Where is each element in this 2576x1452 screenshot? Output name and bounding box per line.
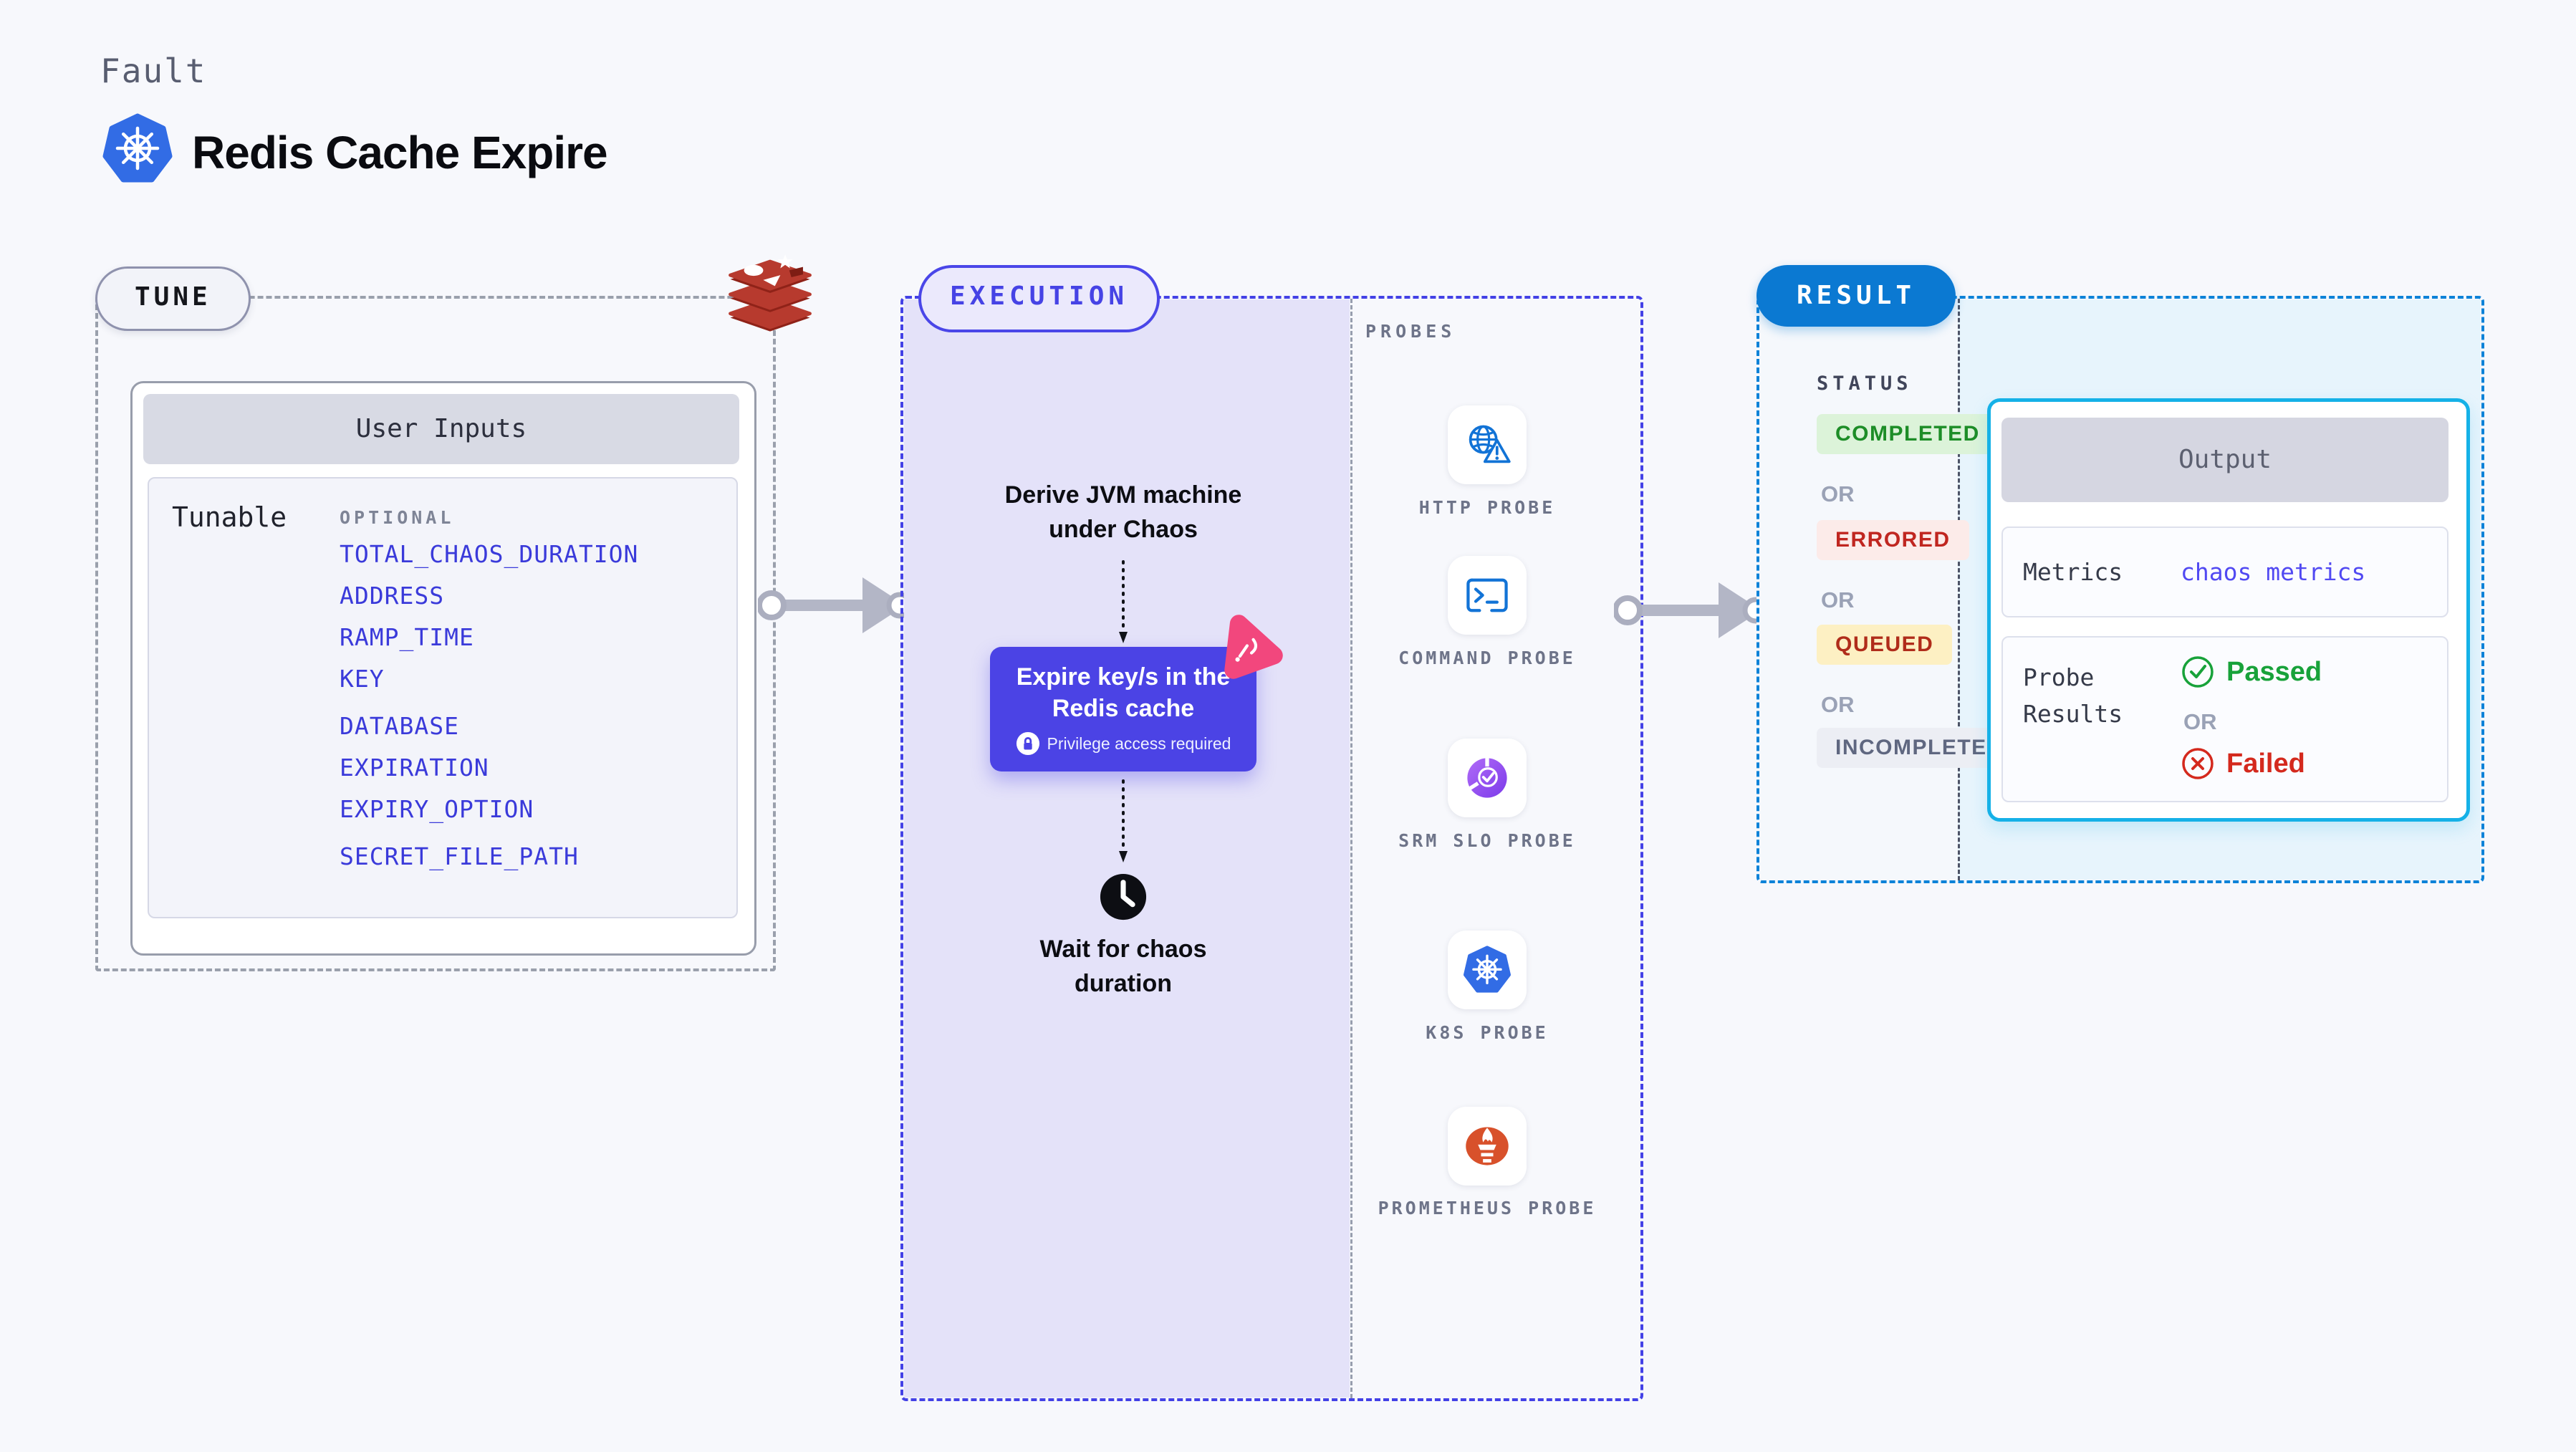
execution-badge: EXECUTION [918,265,1160,332]
probe-label-prometheus: PROMETHEUS PROBE [1378,1198,1597,1218]
execution-fill [904,299,1350,1398]
optional-label: OPTIONAL [340,507,455,528]
status-badge-completed: COMPLETED [1817,414,1999,454]
status-badge-errored: ERRORED [1817,520,1969,560]
kubernetes-icon [1463,946,1512,994]
flow-arrow-execution-to-result-icon [1613,571,1769,650]
flow-arrow-tune-to-execution-icon [756,566,913,645]
fault-step-title: Expire key/s in the Redis cache [1016,663,1231,723]
lock-icon [1016,731,1040,756]
metrics-row: Metrics chaos metrics [2001,527,2448,617]
status-badge-queued: QUEUED [1817,625,1953,665]
srm-slo-icon [1463,754,1512,802]
input-key: KEY [340,665,385,693]
probe-label-srm-slo: SRM SLO PROBE [1398,830,1576,851]
probe-results-label: Probe Results [2023,663,2123,729]
clock-icon [1096,870,1150,928]
step-derive-jvm: Derive JVM machine under Chaos [1004,481,1242,543]
probes-divider [1350,299,1352,1398]
status-label: STATUS [1817,372,1913,395]
probe-results-row: Probe Results Passed OR Failed [2001,636,2448,802]
redis-icon [722,249,818,337]
globe-alert-icon [1463,420,1512,469]
or-separator: OR [2183,709,2217,734]
or-separator: OR [1821,481,1855,506]
execution-section-box [900,296,1643,1401]
probe-card-k8s [1448,931,1527,1009]
input-ramp-time: RAMP_TIME [340,623,474,651]
prometheus-icon [1463,1122,1512,1170]
probe-label-command: COMMAND PROBE [1398,648,1576,668]
failed-label: Failed [2226,748,2305,779]
or-separator: OR [1821,587,1855,612]
probe-label-k8s: K8S PROBE [1426,1022,1549,1043]
dotted-arrow-icon [1118,560,1128,646]
tunable-label: Tunable [172,501,287,533]
metrics-value: chaos metrics [2181,558,2366,586]
kubernetes-icon [102,113,173,185]
result-divider [1958,299,1960,880]
fault-step-note: Privilege access required [1047,734,1231,753]
probe-card-srm-slo [1448,739,1527,817]
user-inputs-header: User Inputs [143,394,739,464]
check-circle-icon [2181,655,2215,689]
probe-card-command [1448,556,1527,635]
fault-step-card: Expire key/s in the Redis cache Privileg… [990,615,1283,771]
or-separator: OR [1821,692,1855,717]
output-header: Output [2001,418,2448,502]
page-kicker: Fault [100,52,207,90]
x-circle-icon [2181,746,2215,781]
tune-badge: TUNE [95,266,251,331]
chaos-logo-icon [1213,612,1288,691]
probes-label: PROBES [1365,321,1456,342]
probe-card-prometheus [1448,1107,1527,1186]
probe-card-http [1448,405,1527,484]
passed-label: Passed [2226,656,2322,687]
metrics-label: Metrics [2023,558,2123,586]
terminal-icon [1463,571,1512,620]
page-title: Redis Cache Expire [192,127,608,178]
dotted-arrow-icon [1118,779,1128,865]
input-database: DATABASE [340,712,459,740]
step-wait-duration: Wait for chaos duration [1039,936,1207,997]
tunable-panel [148,477,738,918]
tune-section-box [95,296,776,971]
probe-label-http: HTTP PROBE [1418,497,1556,518]
input-secret-file-path: SECRET_FILE_PATH [340,842,579,870]
input-expiry-option: EXPIRY_OPTION [340,795,534,823]
result-badge: RESULT [1756,265,1956,327]
input-address: ADDRESS [340,582,445,610]
input-expiration: EXPIRATION [340,754,489,782]
input-total-chaos-duration: TOTAL_CHAOS_DURATION [340,540,639,568]
